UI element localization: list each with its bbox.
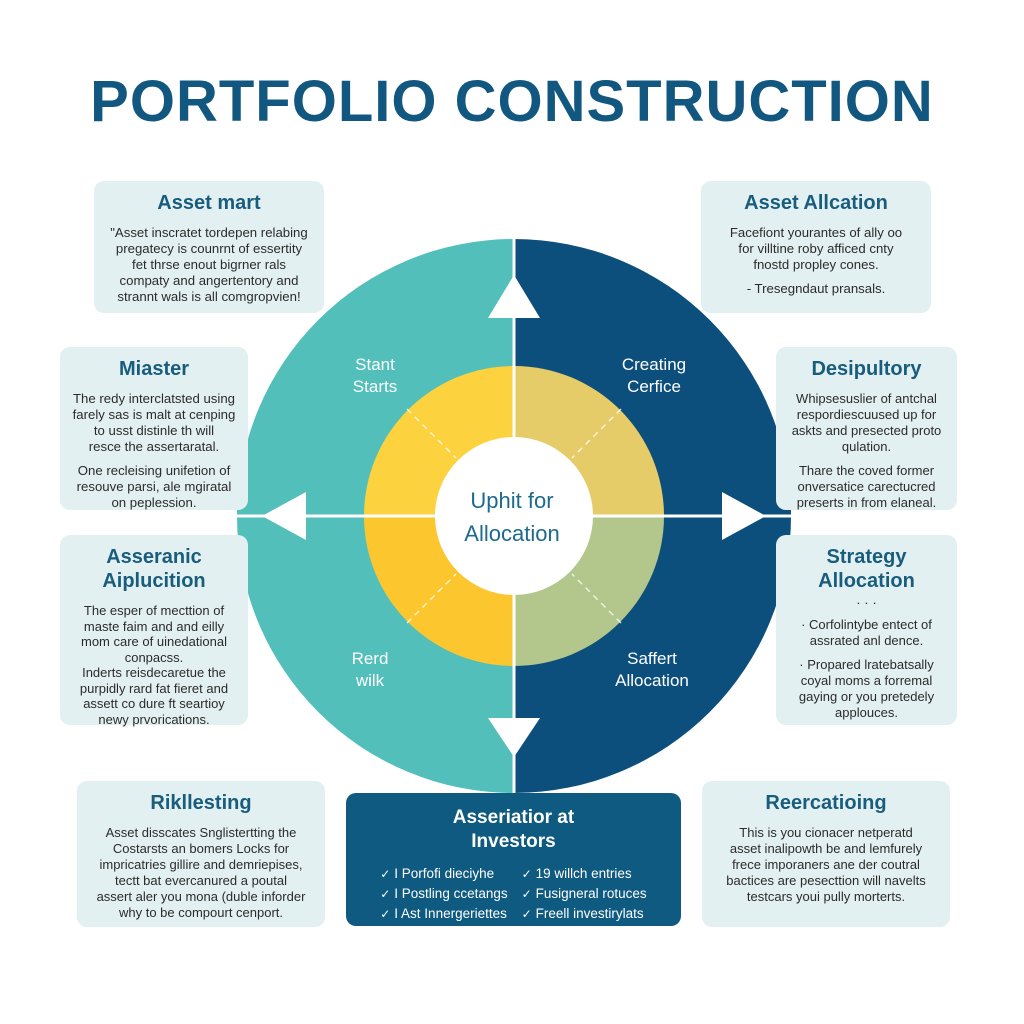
card-text: - Tresegndaut pransals. <box>746 281 886 296</box>
card-asset-allocation: Asset Allcation Facefiont yourantes of a… <box>701 181 931 313</box>
check-icon: ✓ <box>380 887 391 901</box>
card-text: Facefiont yourantes of ally oo for villt… <box>729 225 903 272</box>
check-icon: ✓ <box>380 867 391 881</box>
card-title: Miaster <box>118 358 190 380</box>
check-icon: ✓ <box>380 907 391 921</box>
card-text: One recleising unifetion of resouve pars… <box>76 463 232 510</box>
arrow-left-icon <box>262 492 306 540</box>
investors-list-left: ✓I Porfofi dieciyhe ✓I Postling ccetangs… <box>380 864 507 924</box>
arrow-right-icon <box>722 492 766 540</box>
card-asseranic: Asseranic Aiplucition The esper of mectt… <box>60 535 248 727</box>
list-item: ✓Freell investirylats <box>522 904 647 924</box>
card-miaster: Miaster The redy interclatsted using far… <box>60 347 248 510</box>
card-text: Whipsesuslier of antchal respordiescuuse… <box>791 391 942 454</box>
card-title: Desipultory <box>811 358 922 380</box>
card-desipultory: Desipultory Whipsesuslier of antchal res… <box>776 347 957 510</box>
list-item: ✓I Postling ccetangs <box>380 884 507 904</box>
card-dots: · · · <box>856 595 877 610</box>
card-rikllesting: Rikllesting Asset disscates Snglistertti… <box>77 781 325 927</box>
card-strategy-allocation: Strategy Allocation · · · · Corfolintybe… <box>776 535 957 725</box>
card-title: Strategy Allocation <box>818 546 915 592</box>
list-item: ✓Fusigneral rotuces <box>522 884 647 904</box>
arrow-up-icon <box>488 275 540 318</box>
card-title: Asset mart <box>157 192 261 214</box>
list-item: ✓I Ast Innergeriettes <box>380 904 507 924</box>
card-asset-mart: Asset mart "Asset inscratet tordepen rel… <box>94 181 324 313</box>
card-text: · Corfolintybe entect of assrated anl de… <box>801 617 932 648</box>
center-circle <box>435 437 593 595</box>
card-text: The redy interclatsted using farely sas … <box>72 391 236 454</box>
list-item: ✓19 willch entries <box>522 864 647 884</box>
card-title: Asseranic Aiplucition <box>102 546 206 592</box>
card-text: This is you cionacer netperatd asset ina… <box>726 825 926 904</box>
card-title: Asset Allcation <box>744 192 888 214</box>
card-text: · Propared lratebatsally coyal moms a fo… <box>798 657 935 720</box>
list-item: ✓I Porfofi dieciyhe <box>380 864 507 884</box>
card-investors: Asseriatior at Investors ✓I Porfofi diec… <box>346 793 681 926</box>
card-title: Reercatioing <box>765 792 887 814</box>
check-icon: ✓ <box>521 887 532 901</box>
card-text: "Asset inscratet tordepen relabing prega… <box>110 225 308 304</box>
page-title: PORTFOLIO CONSTRUCTION <box>90 69 934 134</box>
check-icon: ✓ <box>521 907 532 921</box>
card-text: Thare the coved former onversatice carec… <box>796 463 937 510</box>
card-text: Asset disscates Snglistertting the Costa… <box>96 825 306 920</box>
card-text: The esper of mecttion of maste faim and … <box>79 603 229 727</box>
arrow-down-icon <box>488 718 540 757</box>
card-reercatioing: Reercatioing This is you cionacer netper… <box>702 781 950 927</box>
card-title: Asseriatior at Investors <box>452 807 575 852</box>
card-title: Rikllesting <box>150 792 252 814</box>
check-icon: ✓ <box>521 867 532 881</box>
investors-list-right: ✓19 willch entries ✓Fusigneral rotuces ✓… <box>522 864 647 924</box>
